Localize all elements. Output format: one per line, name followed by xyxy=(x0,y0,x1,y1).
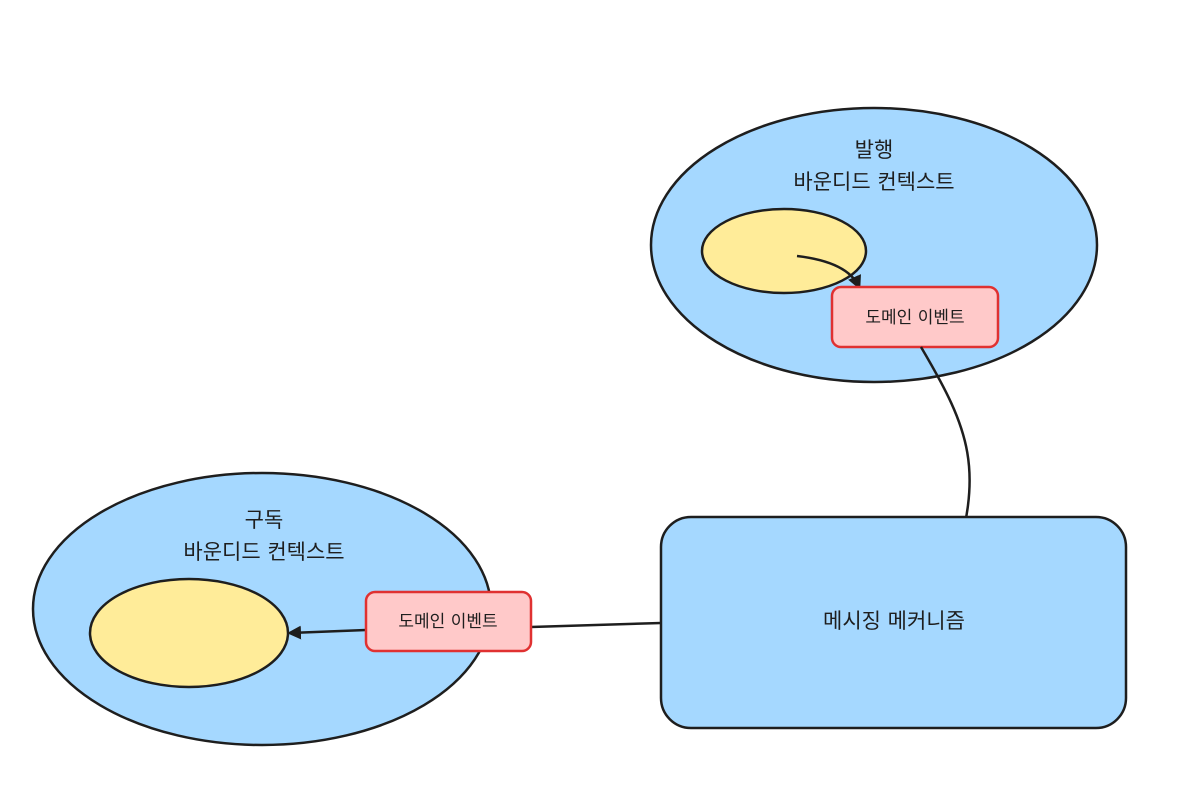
messaging-mechanism-box xyxy=(659,515,1128,730)
publisher-domain-event: 도메인 이벤트 xyxy=(830,285,1000,349)
messaging-mechanism: 메시징 메커니즘 xyxy=(659,515,1128,730)
event-to-subscriber-arrow xyxy=(287,625,367,640)
subscriber-domain-event-box xyxy=(364,590,533,653)
subscriber-context-subtitle: 바운디드 컨텍스트 xyxy=(183,540,344,564)
publisher-context-title: 발행 xyxy=(855,138,894,162)
publisher-domain-event-label: 도메인 이벤트 xyxy=(865,308,964,328)
subscriber-context: 구독 바운디드 컨텍스트 xyxy=(31,471,493,747)
publish-event-arrow xyxy=(796,254,861,290)
publisher-aggregate xyxy=(700,207,868,295)
subscriber-context-title: 구독 xyxy=(245,508,284,532)
subscriber-aggregate xyxy=(88,577,290,689)
subscriber-domain-event: 도메인 이벤트 xyxy=(364,590,533,653)
messaging-mechanism-label: 메시징 메커니즘 xyxy=(823,609,965,633)
messaging-to-event-line xyxy=(530,621,662,629)
publisher-domain-event-box xyxy=(830,285,1000,349)
subscriber-domain-event-label: 도메인 이벤트 xyxy=(398,612,497,632)
publisher-context-subtitle: 바운디드 컨텍스트 xyxy=(793,170,954,194)
